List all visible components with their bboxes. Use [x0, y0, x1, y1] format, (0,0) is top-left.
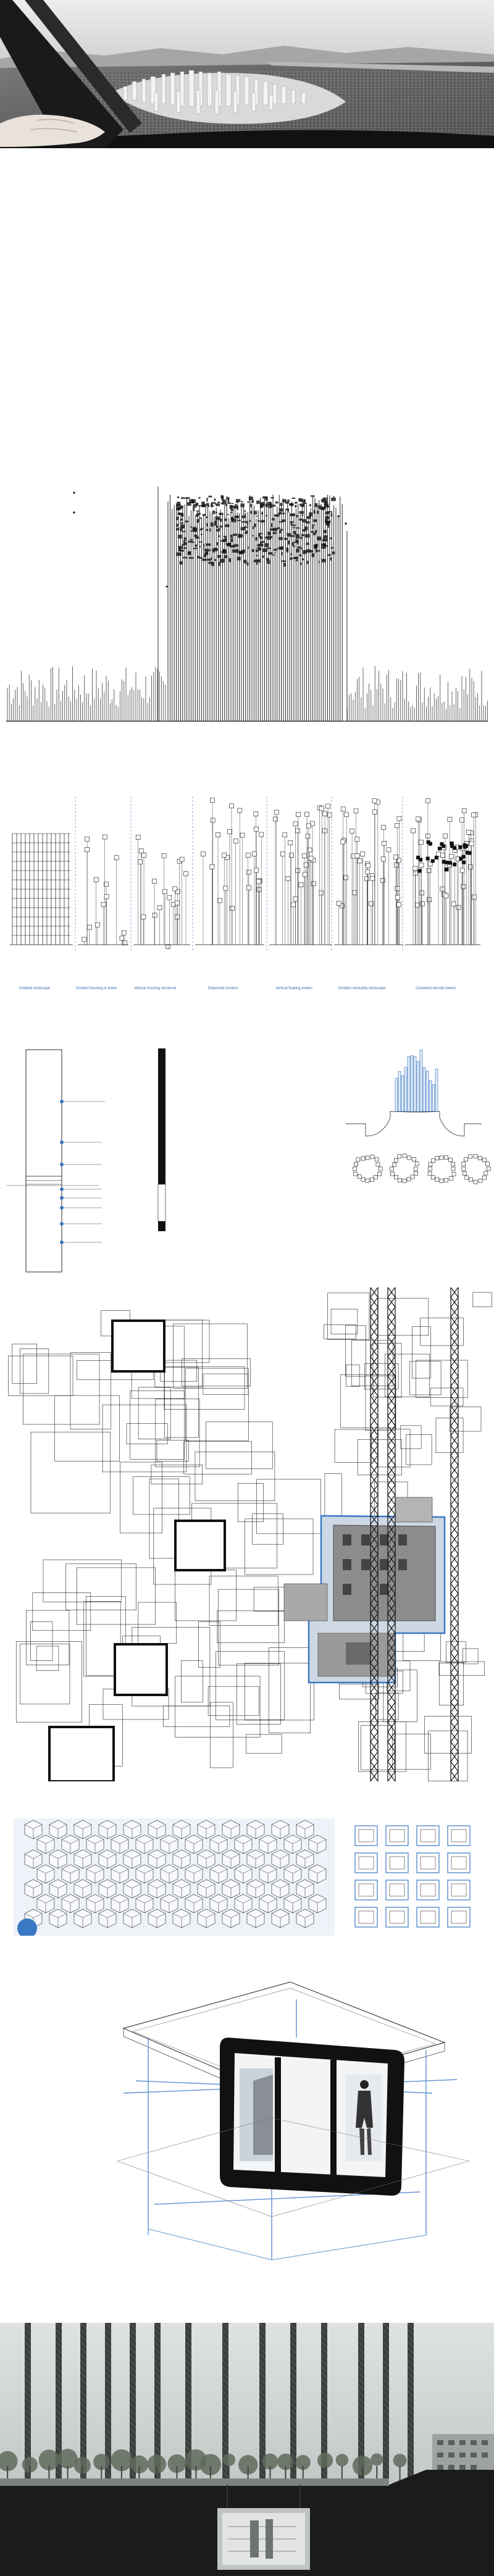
- elevation-panel: [0, 457, 494, 729]
- cabin-frame: [220, 2038, 404, 2196]
- stage-caption: Vertical floating towers: [275, 987, 312, 990]
- cluster-plan: [8, 1287, 492, 1781]
- tower-crown: [176, 495, 336, 567]
- hand: [0, 114, 105, 147]
- housing-module: [14, 1818, 480, 1936]
- iso-cubes: [24, 1820, 327, 1928]
- stage-caption: Clustered density towers: [416, 987, 456, 990]
- aerial-photo: [0, 0, 494, 148]
- highlight-squares: [48, 1319, 226, 1781]
- section-panel: [0, 2323, 494, 2576]
- stage-caption: Dispersed clusters: [207, 987, 238, 990]
- tower-section-outline: [25, 1049, 62, 1273]
- program-bar: [158, 1048, 165, 1184]
- stage-caption: Gridded verticality landscape: [338, 987, 386, 990]
- stage-caption: Gridded landscape: [19, 987, 51, 990]
- marker-dot: [337, 515, 340, 517]
- marker-dot: [345, 522, 347, 525]
- marker-dot: [73, 511, 75, 514]
- low-rise-lines: [7, 666, 488, 721]
- marker-dot: [165, 585, 168, 588]
- program-panel: [0, 1043, 494, 1284]
- stage-caption: Gridded housing in linear: [76, 987, 117, 990]
- section-towers: [24, 2323, 414, 2490]
- evolution-panel: Gridded landscape Gridded housing in line…: [0, 747, 494, 1006]
- marker-dot: [73, 491, 75, 494]
- program-markers: [60, 1100, 64, 1244]
- site-section: [0, 2323, 494, 2576]
- cabin-axon: [117, 1981, 470, 2260]
- aerial-photo-panel: [0, 0, 494, 148]
- cabin-panel: [0, 1970, 494, 2285]
- stage-caption: Vertical housing clustered: [134, 987, 176, 990]
- tower-legs: [227, 2485, 301, 2508]
- trees: [0, 2449, 407, 2481]
- lattice-columns: [370, 1287, 459, 1781]
- tower-plan-rings: [353, 1153, 491, 1184]
- window-strut: [0, 0, 124, 148]
- tower-cluster-photo: [111, 70, 346, 124]
- tower-lines: [157, 487, 348, 721]
- plan-panel: [0, 1287, 494, 1781]
- module-panel: [0, 1818, 494, 1936]
- typology-evolution: Gridded landscape Gridded housing in line…: [10, 797, 480, 990]
- underground-room: [217, 2508, 310, 2570]
- plan-squares: [354, 1825, 471, 1928]
- tower-elevation: [6, 487, 488, 722]
- tower-silhouette: [346, 1050, 482, 1137]
- program-diagram: [6, 1048, 491, 1273]
- interior-axon: [283, 1497, 446, 1684]
- north-marker: [17, 1918, 37, 1936]
